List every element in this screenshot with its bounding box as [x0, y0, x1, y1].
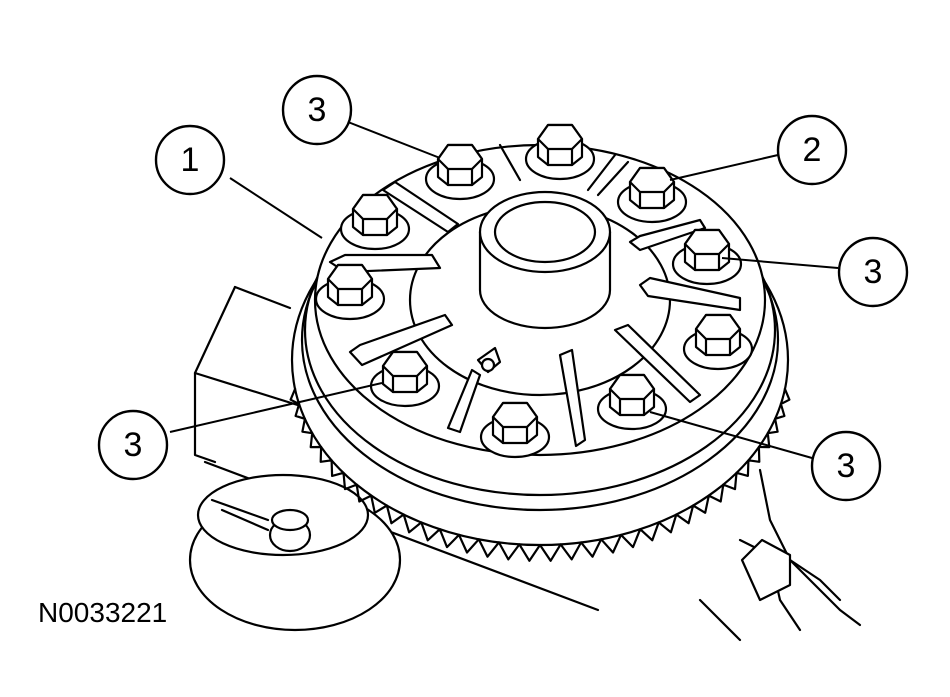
callout-3d: 3 [810, 430, 882, 502]
callout-leaders [169, 121, 839, 459]
callout-3c: 3 [97, 409, 169, 481]
bolt-8 [369, 350, 441, 408]
callout-2-label: 2 [803, 131, 822, 169]
bolt-3 [616, 166, 688, 224]
callout-1: 1 [154, 124, 226, 196]
callout-3b-label: 3 [864, 253, 883, 291]
bolt-1 [424, 143, 496, 201]
bolt-6 [596, 373, 668, 431]
case-ribs [328, 143, 742, 448]
pinion-shaft [188, 473, 402, 632]
callout-3a: 3 [281, 74, 353, 146]
callout-3d-label: 3 [837, 447, 856, 485]
center-hub [478, 190, 612, 330]
callout-3c-label: 3 [124, 426, 143, 464]
bolt-2 [524, 123, 596, 181]
bolt-10 [339, 193, 411, 251]
callout-2: 2 [776, 114, 848, 186]
bolt-9 [314, 263, 386, 321]
ring-gear-bolts [314, 123, 754, 459]
side-shaft [740, 538, 862, 627]
figure-code: N0033221 [38, 597, 167, 628]
bolt-5 [682, 313, 754, 371]
callout-1-label: 1 [181, 141, 200, 179]
callout-3a-label: 3 [308, 91, 327, 129]
bolt-4 [671, 228, 743, 286]
callout-3b: 3 [837, 236, 909, 308]
bolt-7 [479, 401, 551, 459]
